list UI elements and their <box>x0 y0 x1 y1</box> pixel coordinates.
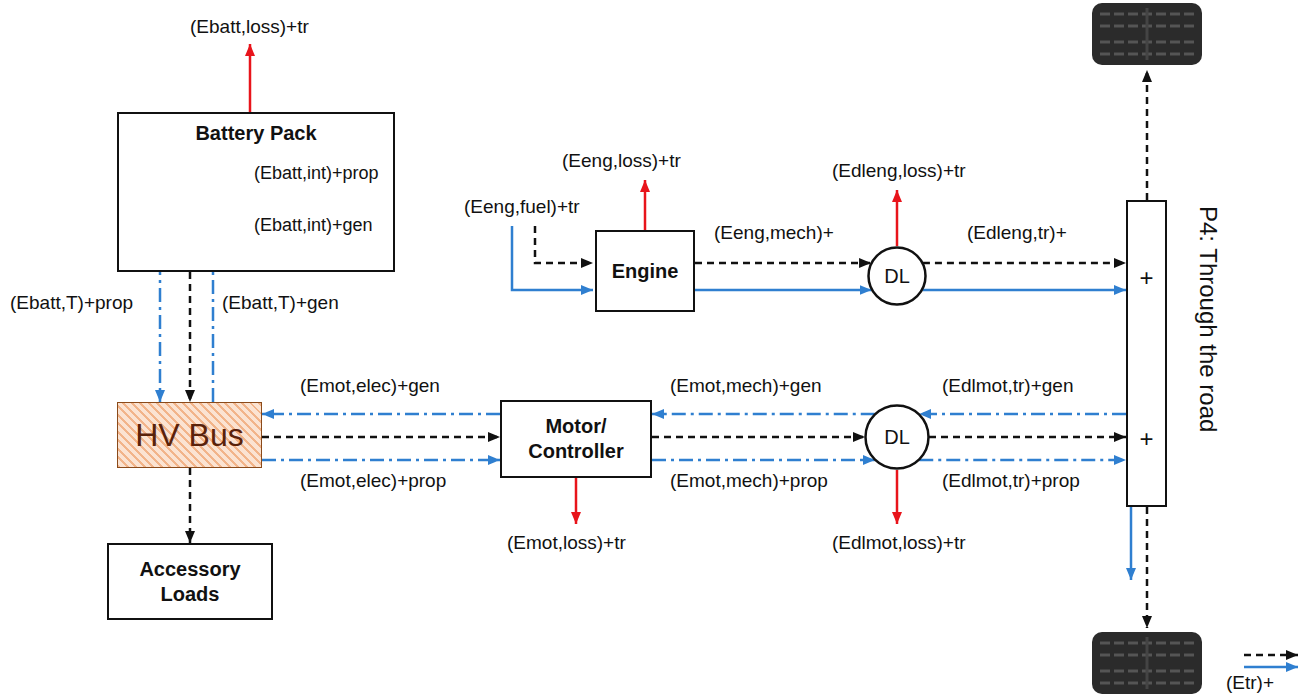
wheel-arrow <box>1146 507 1149 628</box>
energy-flow <box>189 272 192 402</box>
energy-label: (Etr)+ <box>1224 672 1276 694</box>
node-text: DL <box>884 265 910 288</box>
loss-arrow <box>896 190 899 246</box>
node-text: + <box>1128 264 1165 292</box>
node-text: Motor/ Controller <box>510 414 642 464</box>
node-text: Engine <box>612 259 679 284</box>
energy-flow <box>695 262 871 265</box>
driveline-circle: DL <box>867 246 927 306</box>
driveline-circle: DL <box>864 404 930 470</box>
node-text: DL <box>884 426 910 449</box>
fuel-line <box>512 226 593 290</box>
flow-label: (Ebatt,T)+gen <box>220 292 341 314</box>
energy-flow <box>262 459 500 462</box>
energy-flow <box>262 436 500 439</box>
node-text: HV Bus <box>135 417 243 454</box>
energy-label: (Edlmot,loss)+tr <box>830 532 968 554</box>
node-text: Accessory Loads <box>117 557 263 607</box>
flow-label: (Ebatt,T)+prop <box>8 292 135 314</box>
wheel-arrow <box>1146 70 1149 200</box>
flow-label: (Emot,mech)+gen <box>668 375 824 397</box>
node-text: P4: Through the road <box>1194 206 1222 432</box>
energy-flow <box>929 436 1126 439</box>
flow-label: (Emot,mech)+prop <box>668 470 830 492</box>
node-text: Battery Pack <box>119 122 393 145</box>
tire <box>1092 632 1202 694</box>
flow-label: (Eeng,mech)+ <box>712 222 836 244</box>
loss-arrow <box>249 44 252 112</box>
bus-box: HV Bus <box>117 402 262 468</box>
energy-label: (Ebatt,loss)+tr <box>188 16 311 38</box>
flow-label: (Emot,elec)+prop <box>298 470 448 492</box>
tire <box>1092 3 1202 65</box>
road-arrow <box>1244 654 1298 657</box>
energy-flow <box>652 413 875 416</box>
flow-label: (Edlmot,tr)+prop <box>940 470 1082 492</box>
energy-flow <box>189 468 192 543</box>
road-arrow <box>1244 666 1298 669</box>
energy-flow <box>919 459 1126 462</box>
motor-box: Motor/ Controller <box>500 400 652 478</box>
energy-flow <box>262 413 500 416</box>
load-box: Accessory Loads <box>107 543 273 620</box>
energy-flow <box>923 262 1126 265</box>
node-text: + <box>1128 425 1165 453</box>
energy-label: (Eeng,fuel)+tr <box>462 196 582 218</box>
loss-arrow <box>575 478 578 524</box>
energy-flow <box>922 289 1126 292</box>
flow-label: (Emot,elec)+gen <box>298 375 442 397</box>
energy-label: (Edleng,loss)+tr <box>830 160 968 182</box>
wheel-arrow <box>1130 507 1133 580</box>
flow-label: (Edlmot,tr)+gen <box>940 375 1075 397</box>
energy-label: (Eeng,loss)+tr <box>560 150 683 172</box>
energy-label: (Emot,loss)+tr <box>505 532 628 554</box>
energy-flow <box>695 289 872 292</box>
energy-label: (Ebatt,int)+gen <box>252 214 375 236</box>
battery-box: Battery Pack <box>117 112 395 272</box>
flow-label: (Edleng,tr)+ <box>965 222 1069 244</box>
energy-flow <box>652 436 865 439</box>
energy-flow <box>652 459 875 462</box>
axle-box: ++P4: Through the road <box>1126 200 1167 507</box>
energy-label: (Ebatt,int)+prop <box>252 162 381 184</box>
engine-box: Engine <box>595 230 695 312</box>
energy-flow <box>919 413 1126 416</box>
loss-arrow <box>644 180 647 230</box>
loss-arrow <box>896 470 899 524</box>
fuel-line <box>535 226 593 263</box>
